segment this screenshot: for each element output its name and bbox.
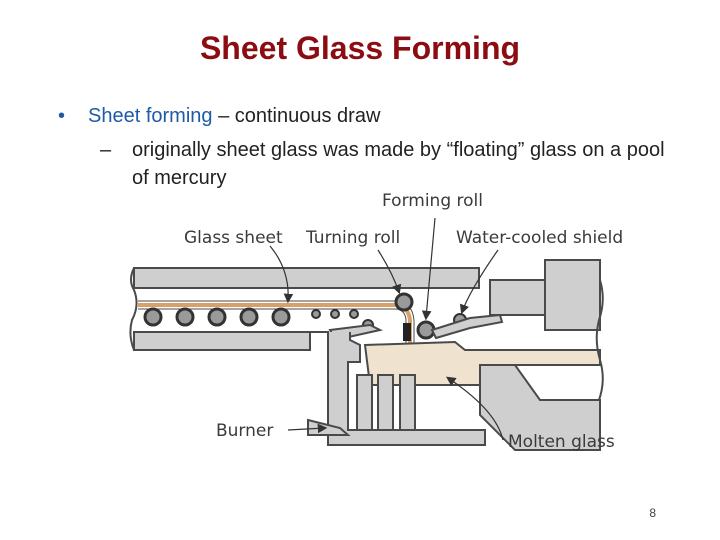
right-break-edge bbox=[595, 279, 604, 401]
leader-glass-sheet bbox=[269, 245, 294, 304]
upper-housing bbox=[133, 267, 480, 289]
sheet-glass-diagram: Forming roll Glass sheet Turning roll Wa… bbox=[129, 191, 623, 452]
sub-bullet-mercury: – originally sheet glass was made by “fl… bbox=[58, 136, 678, 192]
page-number: 8 bbox=[649, 506, 656, 520]
forming-roll-block bbox=[403, 323, 411, 341]
sub-bullet-text: originally sheet glass was made by “floa… bbox=[132, 139, 665, 189]
leader-burner bbox=[287, 423, 328, 434]
turning-roll bbox=[394, 292, 414, 312]
burner-housing bbox=[308, 331, 486, 446]
leader-forming-roll bbox=[421, 217, 436, 321]
label-molten-glass: Molten glass bbox=[508, 432, 615, 452]
bullet-text: – continuous draw bbox=[212, 105, 381, 127]
label-burner: Burner bbox=[216, 421, 273, 441]
left-break-edge bbox=[129, 267, 138, 351]
label-water-cooled-shield: Water-cooled shield bbox=[456, 228, 623, 248]
leader-turning-roll bbox=[377, 249, 402, 295]
label-glass-sheet: Glass sheet bbox=[184, 228, 283, 248]
lower-housing bbox=[133, 331, 311, 351]
transport-rolls bbox=[143, 307, 359, 327]
leader-molten-glass bbox=[446, 376, 504, 441]
slide-title: Sheet Glass Forming bbox=[199, 30, 521, 66]
bullet-sheet-forming: • Sheet forming – continuous draw bbox=[58, 102, 678, 130]
water-cooled-shield bbox=[430, 313, 504, 340]
bullet-list: • Sheet forming – continuous draw – orig… bbox=[58, 102, 678, 192]
bullet-marker: • bbox=[58, 105, 66, 127]
label-forming-roll: Forming roll bbox=[382, 191, 483, 211]
sub-bullet-marker: – bbox=[100, 139, 112, 161]
bullet-highlight: Sheet forming bbox=[88, 105, 213, 127]
label-turning-roll: Turning roll bbox=[305, 228, 400, 248]
leader-shield bbox=[459, 249, 499, 315]
